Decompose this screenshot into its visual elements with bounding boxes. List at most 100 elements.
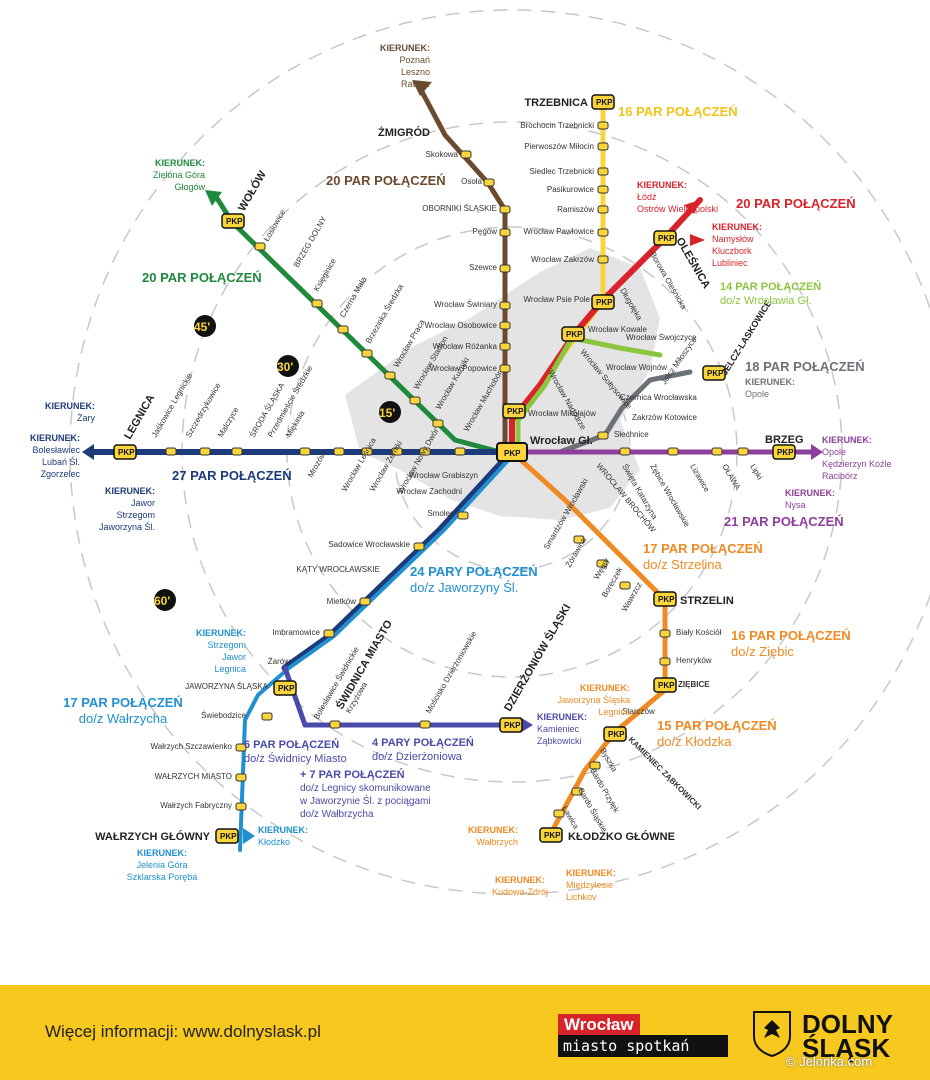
badge-mikolajow: PKP [502, 403, 526, 419]
svg-text:Strzegom: Strzegom [116, 510, 155, 520]
station-label: Świebodzice [201, 711, 246, 720]
badge-label: PKP [507, 407, 524, 416]
svg-text:KIERUNEK:: KIERUNEK: [712, 222, 762, 232]
svg-text:Kłodzko: Kłodzko [258, 837, 290, 847]
svg-text:24 PARY POŁĄCZEŃ: 24 PARY POŁĄCZEŃ [410, 564, 538, 579]
time-30: 30' [277, 360, 293, 374]
station-label: Byszka [598, 747, 619, 774]
dolny-slask-logo: DOLNY ŚLĄSK [802, 1009, 893, 1061]
arrow-legnica-icon [82, 444, 94, 460]
freq-jelcz: 18 PAR POŁĄCZEŃ [745, 359, 865, 374]
station-label: Starczów [622, 707, 655, 716]
svg-text:Kudowa-Zdrój: Kudowa-Zdrój [492, 887, 548, 897]
svg-text:Lubliniec: Lubliniec [712, 258, 748, 268]
badge-label: PKP [226, 217, 243, 226]
time-45: 45' [194, 320, 210, 334]
major-label: KŁODZKO GŁÓWNE [568, 830, 675, 843]
svg-text:15 PAR POŁĄCZEŃ: 15 PAR POŁĄCZEŃ [657, 718, 777, 733]
arrow-zielona-icon [205, 190, 222, 206]
station-label: Brochocin Trzebnicki [520, 121, 594, 130]
svg-text:Namysłów: Namysłów [712, 234, 754, 244]
direction-zary: KIERUNEK: Żary [45, 401, 96, 423]
station-label: Sadowice Wrocławskie [328, 540, 410, 549]
station-label: Czerna Mała [338, 275, 369, 319]
station-label: JAWORZYNA ŚLĄSKA [185, 682, 269, 691]
badge-label: PKP [596, 298, 613, 307]
station-label: Henryków [676, 656, 712, 665]
station-label: Wrocław Wojnów [606, 363, 667, 372]
major-label: TRZEBNICA [524, 97, 588, 109]
freq-walbrzycha: 17 PAR POŁĄCZEŃ do/z Wałrzycha [63, 695, 183, 726]
svg-text:do/z Dzierżoniowa: do/z Dzierżoniowa [372, 751, 463, 763]
more-info-text: Więcej informacji: www.dolnyslask.pl [45, 1022, 321, 1041]
wroclaw-logo: Wrocław [558, 1014, 640, 1036]
station-label: Wrocław Swojczyce [626, 333, 697, 342]
badge-klodzko: PKP [539, 827, 563, 843]
svg-text:do/z Wrocławia Gł.: do/z Wrocławia Gł. [720, 295, 812, 307]
svg-text:4 PARY POŁĄCZEŃ: 4 PARY POŁĄCZEŃ [372, 736, 474, 749]
svg-text:Lichkov: Lichkov [566, 892, 597, 902]
wroclaw-tagline: miasto spotkań [558, 1035, 728, 1057]
station-label: Żębice Wrocławskie [648, 463, 692, 529]
arrow-kamieniec-icon [520, 717, 533, 733]
svg-text:Strzegom: Strzegom [207, 640, 246, 650]
freq-wolow: 20 PAR POŁĄCZEŃ [142, 270, 262, 285]
station-label: Imbramowice [272, 628, 320, 637]
svg-text:Ostrów Wielkopolski: Ostrów Wielkopolski [637, 204, 718, 214]
svg-text:Kluczbork: Kluczbork [712, 246, 752, 256]
svg-text:Legnica: Legnica [598, 707, 630, 717]
station-label: Wrocław Psie Pole [523, 295, 590, 304]
svg-text:Kędzierzyn Koźle: Kędzierzyn Koźle [822, 459, 892, 469]
svg-text:Głogów: Głogów [174, 182, 205, 192]
direction-strzegom: KIERUNEK: Strzegom Jawor Legnica [196, 628, 246, 674]
badge-kamieniec: PKP [603, 726, 627, 742]
station-label: Pierwoszów Miłocin [524, 142, 594, 151]
svg-text:KIERUNEK:: KIERUNEK: [468, 825, 518, 835]
svg-text:KIERUNEK:: KIERUNEK: [745, 377, 795, 387]
rail-network-map: PKP PKP PKP PKP PKP PKP PKP PKP PKP PKP … [30, 9, 930, 902]
station-label: OBORNIKI ŚLĄSKIE [422, 204, 497, 213]
arrow-klodzko-icon [243, 828, 255, 844]
svg-text:KIERUNEK:: KIERUNEK: [155, 158, 205, 168]
direction-walbrzych: KIERUNEK: Wałbrzych [468, 825, 518, 847]
badge-label: PKP [608, 730, 625, 739]
direction-namyslow: KIERUNEK: Namysłów Kluczbork Lubliniec [712, 222, 762, 268]
svg-text:do/z Świdnicy Miasto: do/z Świdnicy Miasto [244, 752, 347, 765]
badge-label: PKP [504, 721, 521, 730]
freq-legnicy: + 7 PAR POŁĄCZEŃ do/z Legnicy skomunikow… [299, 768, 431, 820]
station-label: WAŁRZYCH MIASTO [155, 772, 232, 781]
badge-ziebice: PKP [653, 677, 677, 693]
svg-text:Zgorzelec: Zgorzelec [40, 469, 80, 479]
station-label: Wrocław Różanka [433, 342, 498, 351]
direction-lodz: KIERUNEK: Łódź Ostrów Wielkopolski [637, 180, 718, 214]
svg-text:KIERUNEK:: KIERUNEK: [137, 848, 187, 858]
station-label: Pęgów [473, 227, 498, 236]
svg-text:Łódź: Łódź [637, 192, 657, 202]
station-label: Borowa Oleśnicka [648, 251, 688, 312]
svg-text:Lubań Śl.: Lubań Śl. [42, 456, 80, 467]
freq-zmigrod: 20 PAR POŁĄCZEŃ [326, 173, 446, 188]
svg-text:Jawor: Jawor [131, 498, 155, 508]
direction-klodzko: KIERUNEK: Kłodzko [258, 825, 308, 847]
badge-label: PKP [777, 448, 794, 457]
freq-swidnicy: 6 PAR POŁĄCZEŃ do/z Świdnicy Miasto [244, 738, 347, 765]
arrow-poznan-icon [412, 80, 432, 96]
region-line1: DOLNY [802, 1009, 893, 1039]
station-label: Zakrzów Kotowice [632, 413, 697, 422]
major-label: ŻMIGRÓD [378, 126, 430, 139]
badge-label: PKP [596, 98, 613, 107]
station-label: KĄTY WROCŁAWSKIE [296, 565, 380, 574]
station-label: Mietków [327, 597, 357, 606]
svg-text:KIERUNEK:: KIERUNEK: [105, 486, 155, 496]
station-label: ZIĘBICE [678, 680, 710, 689]
station-label: Ławica [560, 805, 581, 832]
svg-text:Nysa: Nysa [785, 500, 806, 510]
station-label: BRZEG DOLNY [292, 214, 329, 269]
freq-jaworzyny: 24 PARY POŁĄCZEŃ do/z Jaworzyny Śl. [410, 564, 538, 595]
arrow-brzeg-icon [811, 444, 823, 460]
line-wroclawia [515, 335, 663, 455]
svg-text:w Jaworzynie Śl. z pociągami: w Jaworzynie Śl. z pociągami [299, 794, 431, 807]
station-label: Wrocław Świniary [434, 300, 497, 309]
svg-text:Międzylesie: Międzylesie [566, 880, 613, 890]
svg-text:Jawor: Jawor [222, 652, 246, 662]
